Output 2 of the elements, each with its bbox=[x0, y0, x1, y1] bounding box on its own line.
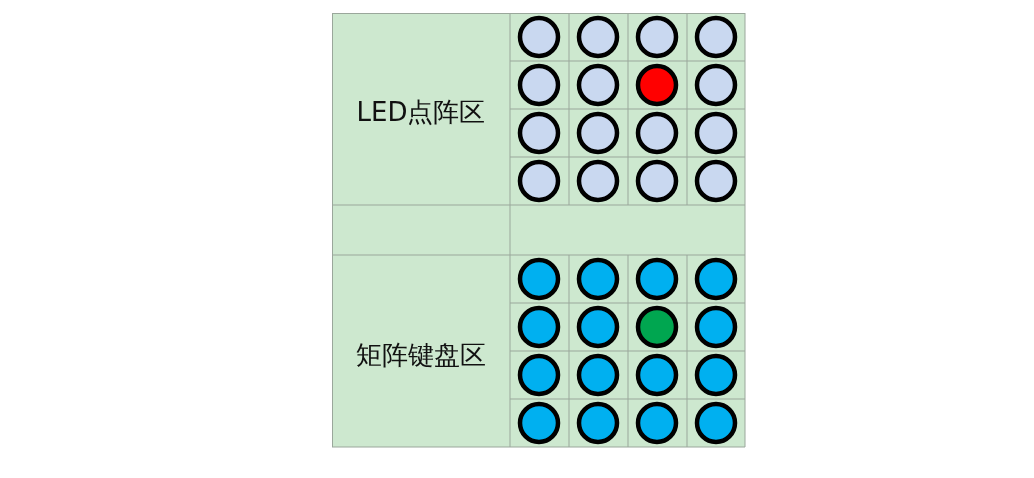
section-label: 矩阵键盘区 bbox=[356, 340, 486, 370]
section-label: LED点阵区 bbox=[356, 97, 486, 127]
